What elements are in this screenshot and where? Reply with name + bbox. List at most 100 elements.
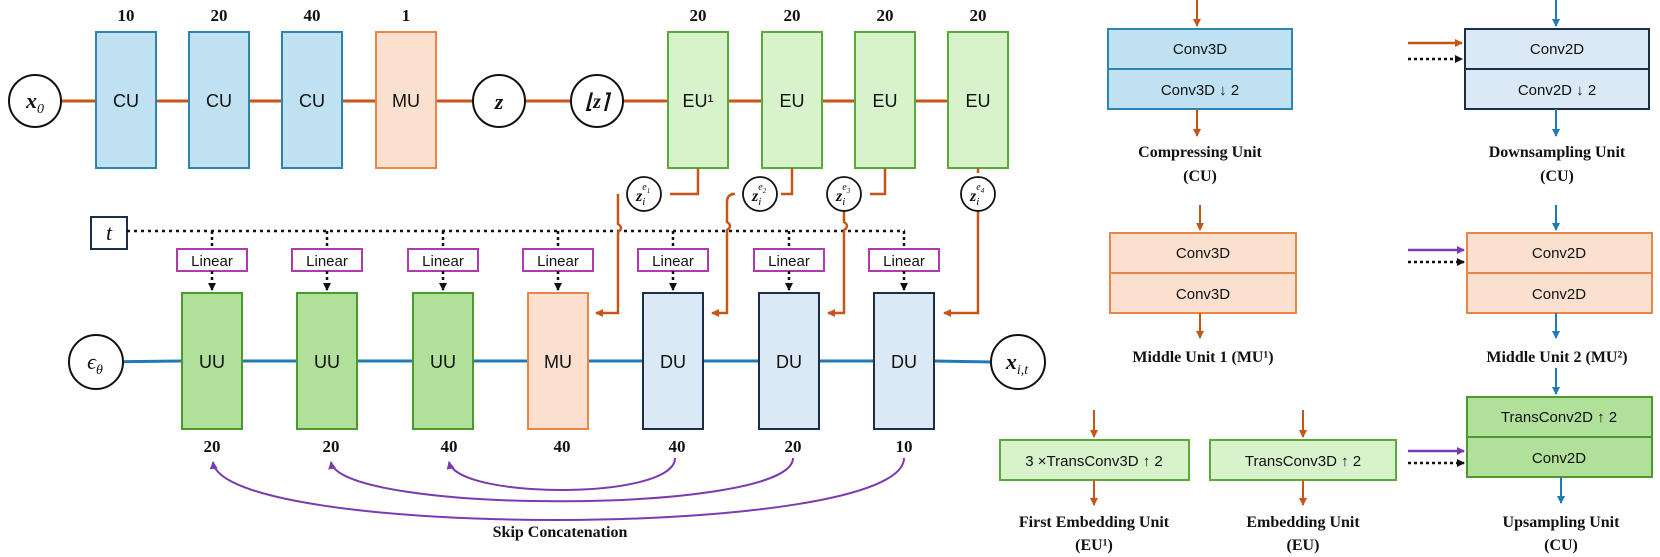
downsampling-unit-3 (873, 292, 935, 430)
downsampling-unit-1-label: DU (660, 352, 686, 372)
middle-unit-top-count: 1 (402, 6, 411, 25)
embedding-unit-2-label: EU (779, 91, 804, 111)
downsampling-unit-2-count: 20 (785, 437, 802, 456)
linear-label-1: Linear (191, 253, 233, 270)
edge-eu3-ze3 (870, 168, 887, 196)
legend-middle-unit-1: Conv3D Conv3D Middle Unit 1 (MU¹) (1109, 205, 1297, 366)
linear-label-5: Linear (652, 253, 694, 270)
quantized-z-label: ⌊z⌉ (585, 91, 612, 113)
legend-eu-row: TransConv3D ↑ 2 (1245, 453, 1361, 470)
legend-downsampling-unit: Conv2D Conv2D ↓ 2 Downsampling Unit (CU) (1408, 0, 1650, 185)
compressing-unit-3-label: CU (299, 91, 325, 111)
upsampling-unit-2-label: UU (314, 352, 340, 372)
linear-label-4: Linear (537, 253, 579, 270)
compressing-unit-2-count: 20 (211, 6, 228, 25)
skip-concatenation-label: Skip Concatenation (493, 524, 628, 541)
compressing-unit-2 (188, 31, 250, 169)
legend-compressing-unit: Conv3D Conv3D ↓ 2 Compressing Unit (CU) (1107, 0, 1293, 185)
output-epsilon-label: ϵθ (87, 349, 103, 378)
compressing-unit-1 (95, 31, 157, 169)
legend-embedding-unit: TransConv3D ↑ 2 Embedding Unit (EU) (1209, 410, 1397, 554)
upsampling-unit-3-label: UU (430, 352, 456, 372)
edge-ze1-mu (595, 194, 623, 317)
embedding-output-connections: zie1 zie2 zie3 zie4 (595, 168, 996, 317)
edge-eu1-ze1 (670, 168, 700, 196)
embedding-output-1-label: zie1 (635, 182, 650, 208)
legend-mu1-row-2: Conv3D (1176, 286, 1230, 303)
upsampling-unit-1-label: UU (199, 352, 225, 372)
upsampling-unit-2-count: 20 (323, 437, 340, 456)
skip-connections: Skip Concatenation (209, 457, 905, 541)
skip-arc-du1-uu3 (446, 457, 676, 491)
linear-label-2: Linear (306, 253, 348, 270)
downsampling-unit-2-label: DU (776, 352, 802, 372)
embedding-output-1-node (626, 176, 662, 212)
legend-du-title: Downsampling Unit (1489, 144, 1626, 161)
legend-uu-abbr: (CU) (1544, 537, 1578, 554)
embedding-output-3-node (826, 176, 862, 212)
embedding-output-2-node (742, 176, 778, 212)
downsampling-unit-3-count: 10 (896, 437, 913, 456)
quantized-z-node (570, 74, 624, 128)
legend-cu-row-1: Conv3D (1173, 41, 1227, 58)
legend-mu2-row-2: Conv2D (1532, 286, 1586, 303)
compressing-unit-2-label: CU (206, 91, 232, 111)
middle-unit-bottom (527, 292, 589, 430)
legend-mu2-title: Middle Unit 2 (MU²) (1486, 349, 1627, 366)
first-embedding-unit-count: 20 (690, 6, 707, 25)
legend-eu1-row: 3 ×TransConv3D ↑ 2 (1025, 453, 1162, 470)
embedding-output-3-label: zie3 (835, 182, 851, 208)
first-embedding-unit-label: EU¹ (683, 91, 714, 111)
compressing-unit-1-label: CU (113, 91, 139, 111)
upsampling-unit-1 (181, 292, 243, 430)
legend-eu-abbr: (EU) (1287, 537, 1320, 554)
noisy-input-node (990, 334, 1046, 390)
embedding-unit-3-count: 20 (877, 6, 894, 25)
legend-cu-title: Compressing Unit (1138, 144, 1262, 161)
denoiser-row: ϵθ UU 20 UU 20 UU 40 MU 40 DU 40 DU 20 D… (68, 292, 1046, 456)
first-embedding-unit (667, 31, 729, 169)
legend-upsampling-unit: TransConv2D ↑ 2 Conv2D Upsampling Unit (… (1408, 368, 1653, 554)
legend-mu1-row-1: Conv3D (1176, 245, 1230, 262)
compressing-unit-3 (281, 31, 343, 169)
output-epsilon-node (68, 334, 124, 390)
latent-z-node (472, 74, 526, 128)
edge-ze4-du3 (943, 208, 980, 317)
edge-ze3-du2 (827, 208, 849, 317)
embedding-output-4-node (960, 176, 996, 212)
compressing-unit-3-count: 40 (304, 6, 321, 25)
edge-eu2-ze2 (781, 168, 794, 196)
downsampling-unit-1 (642, 292, 704, 430)
downsampling-unit-2 (758, 292, 820, 430)
legend-cu-row-2: Conv3D ↓ 2 (1161, 82, 1239, 99)
legend-mu2-row-1: Conv2D (1532, 245, 1586, 262)
legend-du-abbr: (CU) (1540, 168, 1574, 185)
upsampling-unit-3-count: 40 (441, 437, 458, 456)
downsampling-unit-3-label: DU (891, 352, 917, 372)
time-t-node (90, 216, 128, 250)
edge-du3-xit (933, 359, 993, 364)
legend-middle-unit-2: Conv2D Conv2D Middle Unit 2 (MU²) (1408, 205, 1653, 366)
upsampling-unit-1-count: 20 (204, 437, 221, 456)
legend-mu1-title: Middle Unit 1 (MU¹) (1132, 349, 1273, 366)
embedding-output-4-label: zie4 (969, 182, 985, 208)
downsampling-unit-1-count: 40 (669, 437, 686, 456)
input-x0-node (8, 74, 62, 128)
linear-label-6: Linear (768, 253, 810, 270)
time-t-label: t (106, 220, 113, 245)
legend-du-row-1: Conv2D (1530, 41, 1584, 58)
input-x0-label: x0 (25, 88, 44, 117)
legend-eu1-title: First Embedding Unit (1019, 514, 1170, 531)
legend-uu-row-1: TransConv2D ↑ 2 (1501, 409, 1617, 426)
embedding-unit-4 (947, 31, 1009, 169)
embedding-unit-4-label: EU (965, 91, 990, 111)
legend-uu-row-2: Conv2D (1532, 450, 1586, 467)
embedding-unit-4-count: 20 (970, 6, 987, 25)
linear-label-3: Linear (422, 253, 464, 270)
legend-eu1-abbr: (EU¹) (1075, 537, 1113, 554)
middle-unit-top-label: MU (392, 91, 420, 111)
embedding-output-2-label: zie2 (751, 182, 767, 208)
